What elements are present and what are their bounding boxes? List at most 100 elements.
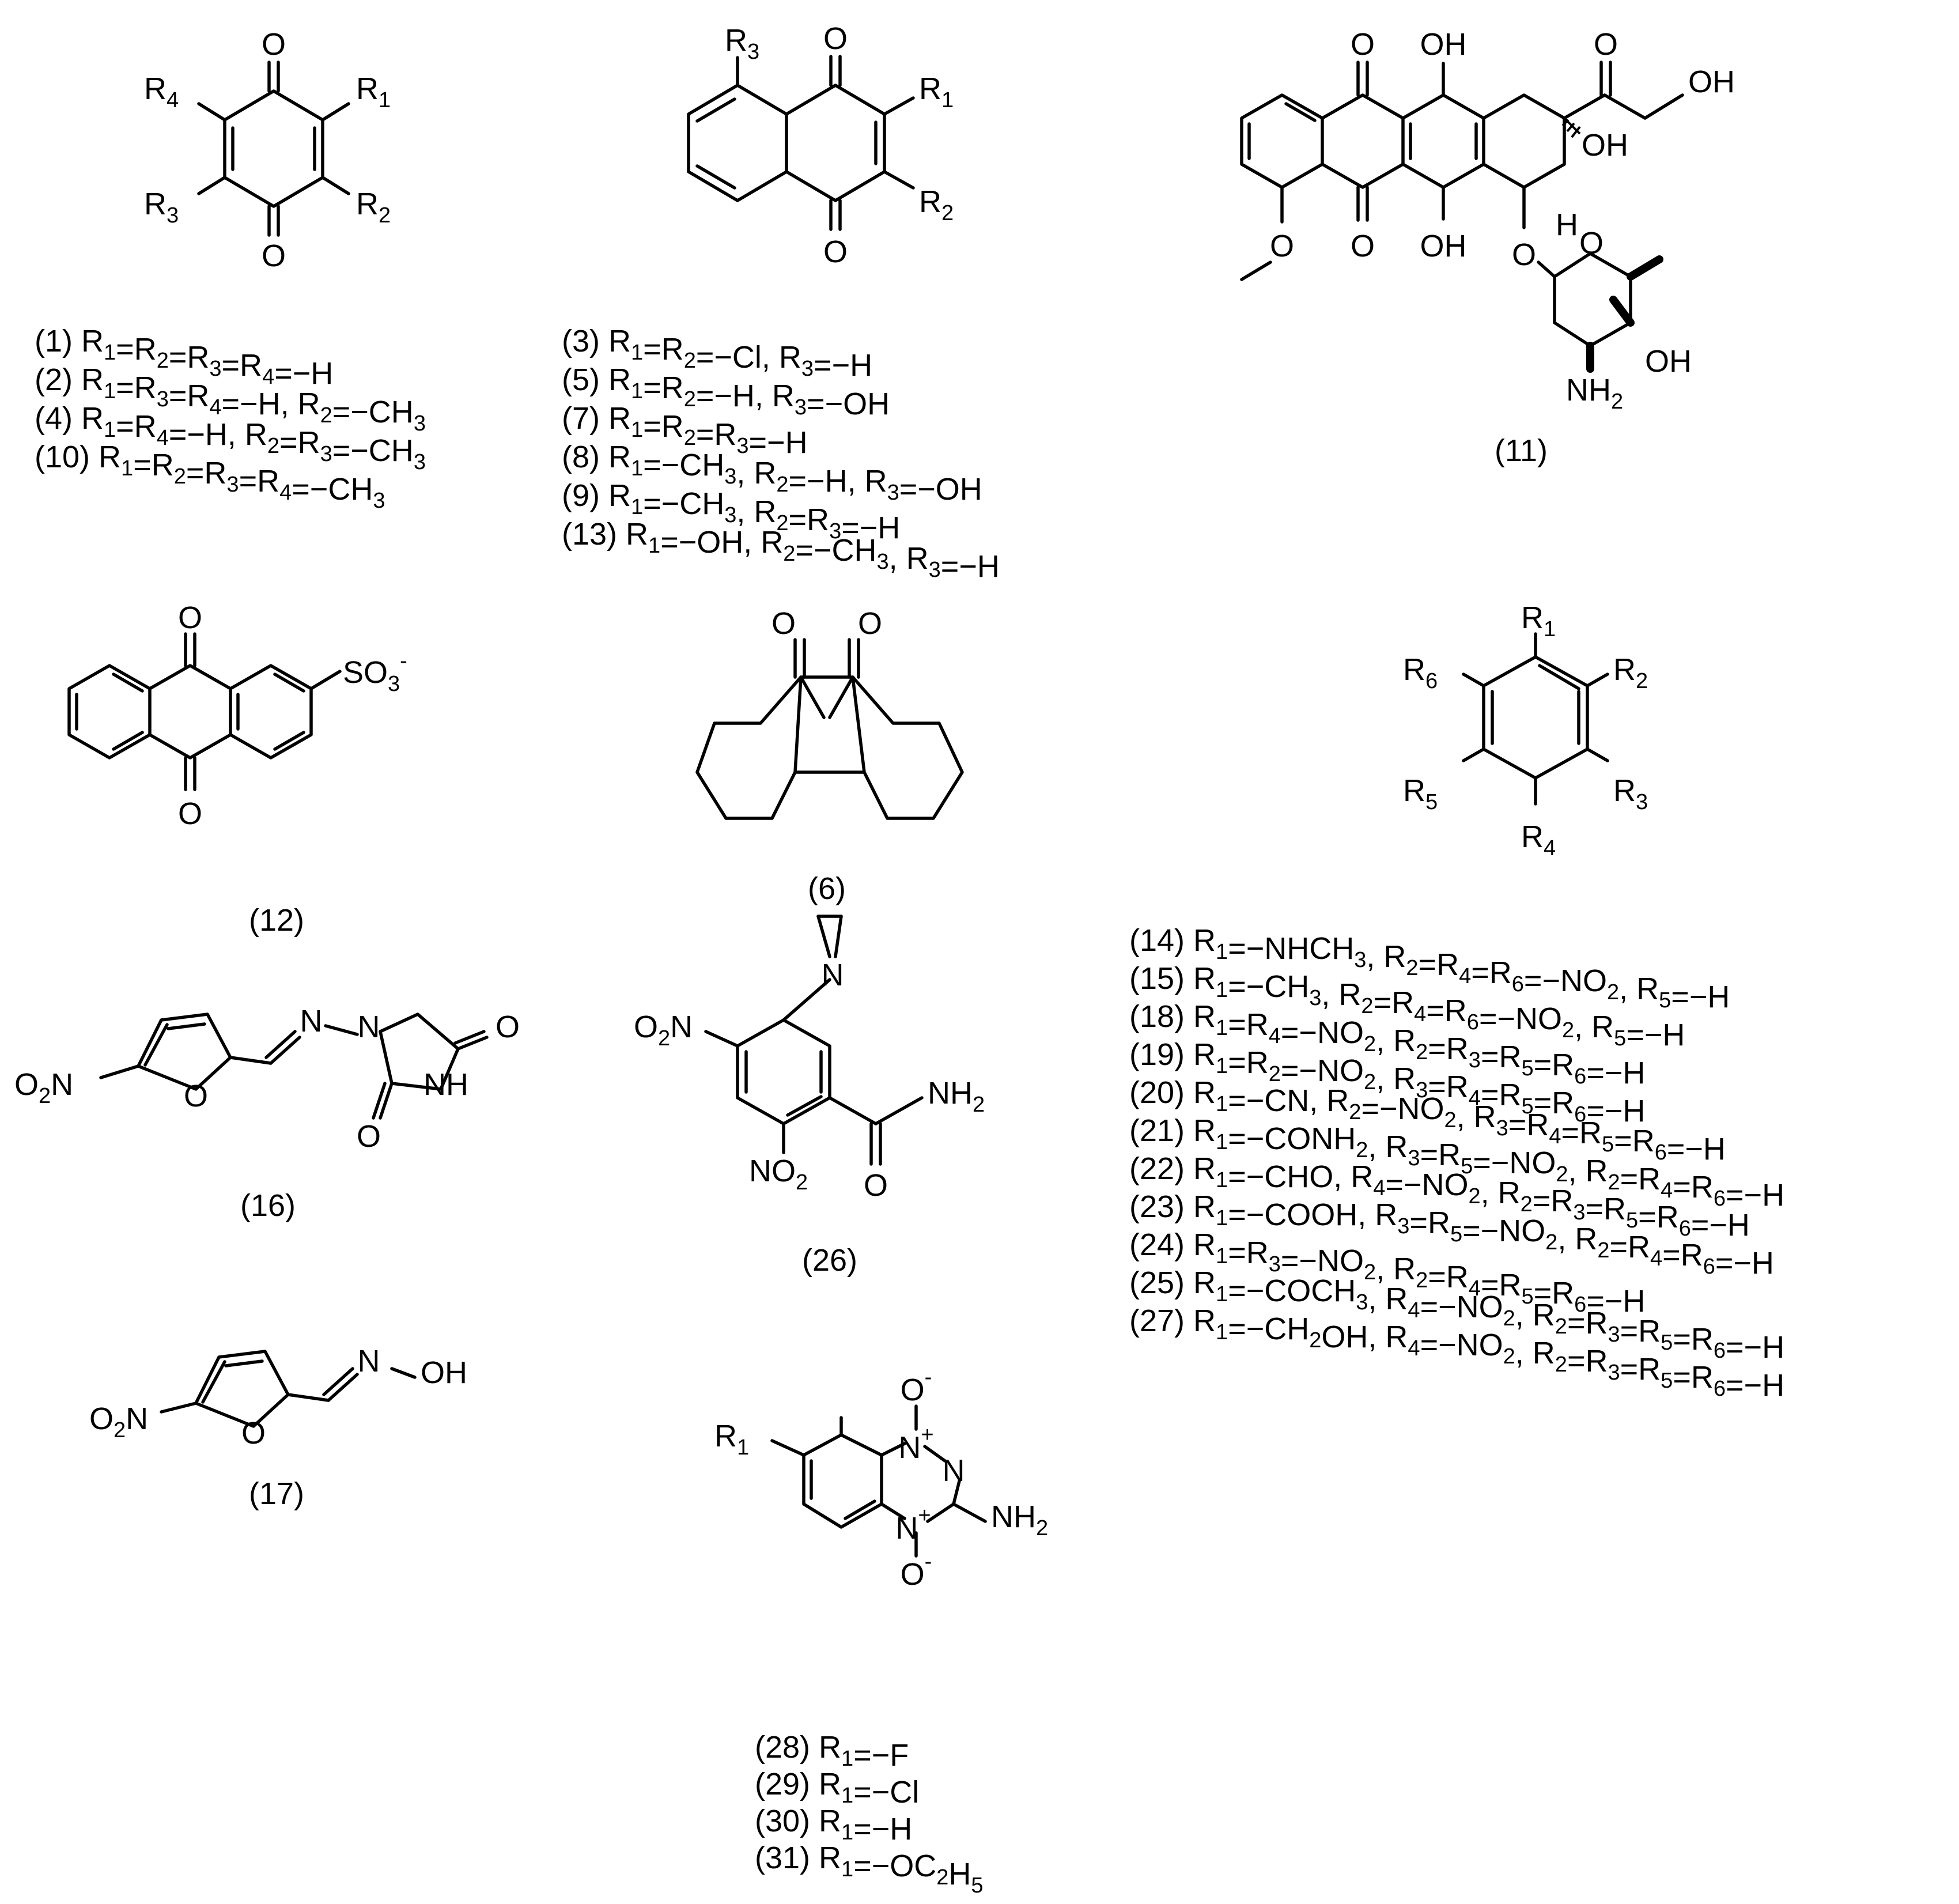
- oxygen-carbonyl-bottom: O: [357, 1119, 381, 1154]
- legend-benzene-line-9: (25) R1=−COCH3, R4=−NO2, R2=R3=R5=R6=−H: [1129, 1265, 1784, 1365]
- hydroxyl-oxime: OH: [421, 1355, 467, 1390]
- nitro-group: O2N: [14, 1067, 73, 1108]
- oxygen-quinone-bottom: O: [1351, 229, 1375, 263]
- structure-naphthoquinone: O O R3 R1 R2: [687, 21, 954, 269]
- label-12: (12): [249, 903, 304, 938]
- oxygen-bottom: O: [262, 239, 286, 273]
- legend-benzene-line-5: (21) R1=−CONH2, R3=R5=−NO2, R2=R4=R6=−H: [1129, 1113, 1784, 1212]
- legend-naphtho-line-4: (9) R1=−CH3, R2=R3=−H: [562, 478, 900, 545]
- label-26: (26): [802, 1243, 857, 1278]
- legend-naphtho-line-3: (8) R1=−CH3, R2=−H, R3=−OH: [562, 440, 982, 507]
- nitrogen-oxide-bottom: N+: [895, 1503, 931, 1546]
- legend-benzene: (14) R1=−NHCH3, R2=R4=R6=−NO2, R5=−H(15)…: [1129, 923, 1784, 1403]
- nitro-group-left: O2N: [634, 1010, 693, 1051]
- r1-label: R1: [356, 71, 391, 112]
- hydroxyl-terminal: OH: [1688, 65, 1735, 99]
- label-16: (16): [240, 1188, 296, 1223]
- oxygen-ring: O: [1579, 226, 1603, 260]
- r2-label: R2: [919, 184, 954, 225]
- oxygen-right: O: [858, 606, 882, 641]
- nitro-group-bottom: NO2: [749, 1154, 808, 1195]
- legend-quinone-line-1: (2) R1=R3=R4=−H, R2=−CH3: [35, 362, 426, 436]
- legend-quinone: (1) R1=R2=R3=R4=−H(2) R1=R3=R4=−H, R2=−C…: [35, 324, 426, 513]
- structure-16: O O2N N N O NH O (16): [14, 1004, 520, 1223]
- oxygen-left: O: [772, 606, 796, 641]
- r3-label: R3: [1613, 773, 1648, 814]
- oxygen-bottom: O: [823, 235, 848, 269]
- legend-naphtho-line-2: (7) R1=R2=R3=−H: [562, 401, 808, 460]
- hydroxyl-sugar: OH: [1645, 344, 1692, 379]
- r3-label: R3: [144, 187, 179, 228]
- r1-label: R1: [1521, 600, 1556, 641]
- structure-11: O O OH OH O OH OH O H O O OH NH2 (11): [1240, 27, 1735, 468]
- oxygen-glycosidic: O: [1512, 237, 1536, 272]
- nitrogen-ring: N: [358, 1010, 380, 1044]
- r1-label: R1: [714, 1419, 749, 1460]
- legend-triazine-line-1: (29) R1=−Cl: [755, 1767, 919, 1809]
- structure-6: O O (6): [695, 606, 964, 906]
- nitrogen-ring: N: [943, 1453, 965, 1488]
- oxygen-top: O: [178, 600, 202, 635]
- legend-quinone-line-0: (1) R1=R2=R3=R4=−H: [35, 324, 333, 391]
- oxygen-top: O: [262, 27, 286, 62]
- legend-benzene-line-4: (20) R1=−CN, R2=−NO2, R3=R4=R5=R6=−H: [1129, 1075, 1726, 1166]
- legend-benzene-line-10: (27) R1=−CH2OH, R4=−NO2, R2=R3=R5=R6=−H: [1129, 1304, 1784, 1403]
- oxygen-ketone: O: [1594, 27, 1618, 62]
- legend-benzene-line-0: (14) R1=−NHCH3, R2=R4=R6=−NO2, R5=−H: [1129, 923, 1730, 1014]
- oxygen-methoxy: O: [1270, 229, 1294, 263]
- nitrogen-oxime: N: [358, 1344, 380, 1378]
- r5-label: R5: [1403, 773, 1438, 814]
- sulfonate-group: SO3-: [343, 649, 407, 696]
- legend-benzene-line-8: (24) R1=R3=−NO2, R2=R4=R5=R6=−H: [1129, 1227, 1645, 1319]
- amino-sugar: NH2: [1566, 373, 1623, 414]
- oxygen-amide: O: [864, 1168, 888, 1203]
- nitrogen-aziridine: N: [822, 958, 844, 992]
- r2-label: R2: [356, 187, 391, 228]
- structure-benzotriazine: N+ N N+ O- O- NH2 R1: [714, 1365, 1048, 1592]
- r1-label: R1: [919, 71, 954, 112]
- hydroxyl-bottom: OH: [1420, 229, 1467, 263]
- legend-triazine-line-0: (28) R1=−F: [755, 1730, 909, 1773]
- hydrogen-stereo: H: [1556, 207, 1578, 242]
- oxygen-quinone-top: O: [1351, 27, 1375, 62]
- structure-benzoquinone: O O R4 R1 R3 R2: [144, 27, 391, 273]
- oxygen-furan: O: [241, 1416, 266, 1450]
- legend-benzene-line-1: (15) R1=−CH3, R2=R4=R6=−NO2, R5=−H: [1129, 961, 1685, 1052]
- r4-label: R4: [144, 71, 179, 112]
- legend-naphtho-line-5: (13) R1=−OH, R2=−CH3, R3=−H: [562, 517, 1000, 584]
- label-11: (11): [1495, 433, 1548, 468]
- hydroxyl-tertiary: OH: [1582, 128, 1628, 163]
- oxide-top: O-: [901, 1365, 932, 1407]
- amino-group: NH2: [991, 1499, 1048, 1540]
- legend-triazine-line-2: (30) R1=−H: [755, 1804, 912, 1846]
- legend-benzene-line-7: (23) R1=−COOH, R3=R5=−NO2, R2=R4=R6=−H: [1129, 1189, 1774, 1280]
- structure-26: N O2N NO2 NH2 O (26): [634, 915, 985, 1278]
- legend-triazine: (28) R1=−F(29) R1=−Cl(30) R1=−H(31) R1=−…: [755, 1730, 984, 1898]
- nitro-group: O2N: [89, 1401, 148, 1442]
- r3-label: R3: [725, 23, 759, 64]
- legend-triazine-line-3: (31) R1=−OC2H5: [755, 1841, 984, 1898]
- oxygen-bottom: O: [178, 796, 202, 831]
- label-17: (17): [249, 1476, 304, 1511]
- legend-benzene-line-6: (22) R1=−CHO, R4=−NO2, R2=R3=R5=R6=−H: [1129, 1151, 1750, 1242]
- structure-17: O O2N N OH (17): [89, 1344, 467, 1511]
- legend-benzene-line-2: (18) R1=R4=−NO2, R2=R3=R5=R6=−H: [1129, 999, 1645, 1090]
- legend-naphtho-line-0: (3) R1=R2=−Cl, R3=−H: [562, 324, 872, 383]
- legend-naphtho-line-1: (5) R1=R2=−H, R3=−OH: [562, 362, 890, 421]
- oxygen-furan: O: [184, 1079, 208, 1113]
- structure-substituted-benzene: R1 R2 R3 R4 R5 R6: [1403, 600, 1648, 860]
- legend-quinone-line-2: (4) R1=R4=−H, R2=R3=−CH3: [35, 401, 426, 474]
- structure-12: O O SO3- (12): [67, 600, 407, 938]
- r4-label: R4: [1521, 819, 1556, 860]
- oxygen-top: O: [823, 21, 848, 56]
- r6-label: R6: [1403, 652, 1438, 693]
- nitrogen-imine: N: [300, 1004, 323, 1038]
- label-6: (6): [808, 871, 846, 906]
- legend-quinone-line-3: (10) R1=R2=R3=R4=−CH3: [35, 440, 385, 513]
- nh-ring: NH: [423, 1067, 468, 1102]
- hydroxyl-top: OH: [1420, 27, 1467, 62]
- legend-naphthoquinone: (3) R1=R2=−Cl, R3=−H(5) R1=R2=−H, R3=−OH…: [562, 324, 1000, 584]
- amide-nh2: NH2: [928, 1076, 985, 1117]
- r2-label: R2: [1613, 652, 1648, 693]
- oxygen-carbonyl-right: O: [496, 1010, 520, 1044]
